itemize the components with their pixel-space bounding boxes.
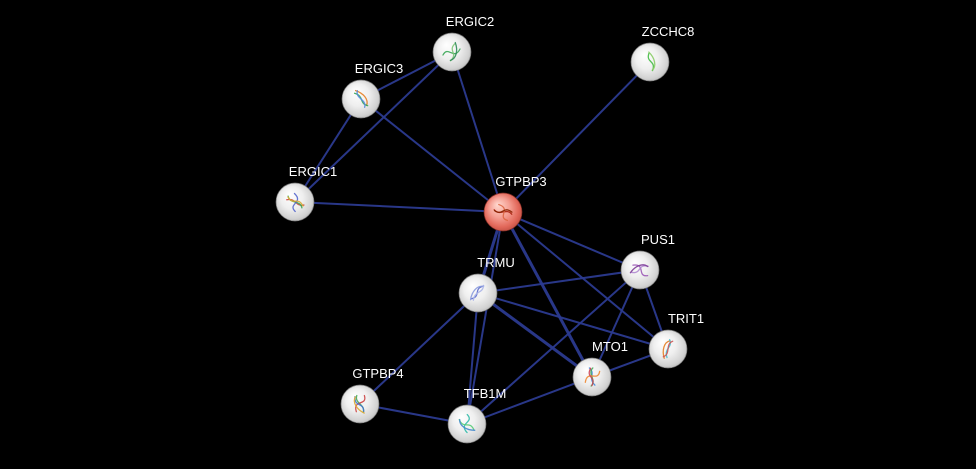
node-GTPBP4[interactable]: [340, 384, 380, 424]
node-label-TRMU: TRMU: [477, 255, 515, 270]
node-MTO1[interactable]: [572, 357, 612, 397]
structure-thumbnail-stroke: [493, 209, 513, 213]
node-label-MTO1: MTO1: [592, 339, 628, 354]
edge-ERGIC2-ERGIC1[interactable]: [294, 51, 453, 203]
node-TRMU[interactable]: [458, 273, 498, 313]
node-label-ERGIC3: ERGIC3: [355, 61, 403, 76]
structure-thumbnail-stroke: [469, 285, 485, 301]
node-label-ERGIC2: ERGIC2: [446, 14, 494, 29]
structure-thumbnail-stroke: [632, 264, 649, 277]
edge-TRMU-GTPBP4[interactable]: [359, 292, 479, 405]
structure-thumbnail-stroke: [662, 340, 674, 358]
node-PUS1[interactable]: [620, 250, 660, 290]
node-TFB1M[interactable]: [447, 404, 487, 444]
structure-thumbnail-stroke: [588, 367, 594, 387]
edge-GTPBP3-MTO1[interactable]: [501, 211, 594, 378]
structure-thumbnail-stroke: [459, 418, 476, 431]
structure-thumbnail-stroke: [629, 264, 649, 274]
node-ZCCHC8[interactable]: [630, 42, 670, 82]
node-label-PUS1: PUS1: [641, 232, 675, 247]
node-label-ERGIC1: ERGIC1: [289, 164, 337, 179]
node-ERGIC2[interactable]: [432, 32, 472, 72]
edge-ERGIC1-GTPBP3[interactable]: [294, 201, 504, 213]
edge-TRMU-PUS1[interactable]: [477, 269, 641, 294]
structure-thumbnail-stroke: [353, 396, 365, 414]
node-label-GTPBP3: GTPBP3: [495, 174, 546, 189]
edge-ZCCHC8-GTPBP3[interactable]: [502, 61, 651, 213]
edge-ERGIC2-GTPBP3[interactable]: [451, 51, 504, 213]
edge-PUS1-MTO1[interactable]: [591, 269, 641, 378]
structure-thumbnail-stroke: [442, 48, 461, 56]
edge-ERGIC3-ERGIC1[interactable]: [294, 98, 362, 203]
edge-TRMU-TFB1M[interactable]: [466, 292, 479, 425]
structure-thumbnail-stroke: [472, 284, 485, 301]
node-ERGIC3[interactable]: [341, 79, 381, 119]
structure-thumbnail-stroke: [498, 203, 509, 222]
node-label-TRIT1: TRIT1: [668, 311, 704, 326]
structure-thumbnail-stroke: [463, 413, 470, 434]
structure-thumbnail-stroke: [449, 41, 458, 61]
protein-sphere: [447, 404, 487, 444]
node-label-TFB1M: TFB1M: [464, 386, 507, 401]
structure-thumbnail-stroke: [355, 394, 366, 413]
edge-GTPBP3-PUS1[interactable]: [502, 211, 641, 271]
structure-thumbnail-stroke: [292, 192, 299, 213]
node-GTPBP3[interactable]: [483, 192, 523, 232]
edge-GTPBP3-TFB1M[interactable]: [466, 211, 504, 425]
edge-MTO1-TFB1M[interactable]: [466, 376, 593, 425]
edge-TRMU-MTO1[interactable]: [477, 291, 593, 379]
node-label-ZCCHC8: ZCCHC8: [642, 24, 695, 39]
structure-thumbnail-stroke: [648, 51, 656, 71]
structure-thumbnail-stroke: [584, 370, 601, 383]
protein-sphere: [630, 42, 670, 82]
structure-thumbnail-stroke: [356, 90, 366, 108]
edge-TRMU-TRIT1[interactable]: [477, 292, 669, 350]
edge-PUS1-TFB1M[interactable]: [466, 269, 641, 425]
protein-sphere: [432, 32, 472, 72]
edge-ERGIC3-GTPBP3[interactable]: [360, 98, 504, 213]
node-TRIT1[interactable]: [648, 329, 688, 369]
node-label-GTPBP4: GTPBP4: [352, 366, 403, 381]
protein-sphere: [620, 250, 660, 290]
edge-GTPBP3-TRIT1[interactable]: [502, 211, 669, 350]
node-ERGIC1[interactable]: [275, 182, 315, 222]
structure-thumbnail-stroke: [287, 196, 304, 207]
